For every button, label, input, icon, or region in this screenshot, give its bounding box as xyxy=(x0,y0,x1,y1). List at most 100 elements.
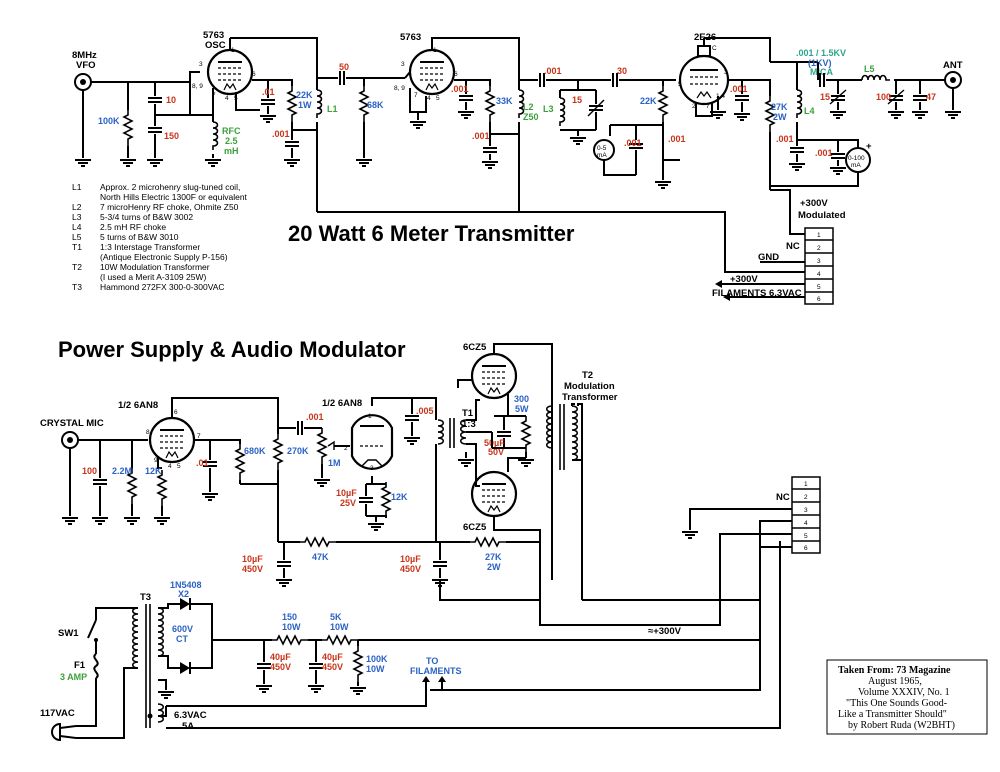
source-line-5: Like a Transmitter Should" xyxy=(838,709,947,720)
tstrip-top-4: 4 xyxy=(817,271,821,278)
a-pin5: 5 xyxy=(177,463,181,470)
tstrip-top-5: 5 xyxy=(817,284,821,291)
legend-text-detail: North Hills Electric 1300F or equivalent xyxy=(100,192,248,202)
rfc-unit: mH xyxy=(224,146,239,156)
source-line-4: "This One Sounds Good- xyxy=(846,698,947,709)
source-citation: Taken From: 73 Magazine August 1965, Vol… xyxy=(826,659,988,735)
legend-id: T3 xyxy=(72,282,82,292)
nc-label-top: NC xyxy=(786,241,800,252)
to-filaments-2: FILAMENTS xyxy=(410,666,462,676)
tube-a-label: 1/2 6AN8 xyxy=(118,400,158,411)
osc-pin1: 1 xyxy=(231,47,235,54)
mains-plug[interactable] xyxy=(51,722,77,742)
c10u-b-label: 10µF xyxy=(400,554,421,564)
legend-id: T1 xyxy=(72,242,82,252)
buf-pin89: 8, 9 xyxy=(394,85,405,92)
modulated-label: Modulated xyxy=(798,210,846,221)
crystal-mic-jack[interactable] xyxy=(61,431,79,525)
t2-role2: Transformer xyxy=(562,392,618,403)
tstrip-bot-3: 3 xyxy=(804,507,808,514)
tube-6cz5-lower xyxy=(470,470,518,518)
c001j-label: .001 xyxy=(815,148,833,158)
vfo-jack[interactable] xyxy=(74,73,92,167)
tube-6an8-a xyxy=(148,416,196,464)
buf-pin4: 4 xyxy=(427,95,431,102)
tstrip-bot-1: 1 xyxy=(804,481,808,488)
a-pin8: 8 xyxy=(146,429,150,436)
r270k-label: 270K xyxy=(287,446,309,456)
buf-pin5: 5 xyxy=(436,95,440,102)
buf-pin6: 6 xyxy=(454,71,458,78)
legend-id: L5 xyxy=(72,232,82,242)
diode-qty: X2 xyxy=(178,589,189,599)
legend-text: 5-3/4 turns of B&W 3002 xyxy=(100,212,193,222)
source-line-1: Taken From: 73 Magazine xyxy=(838,665,951,676)
nc-label-bottom: NC xyxy=(776,492,790,503)
r22k-pa-label: 22K xyxy=(640,96,657,106)
terminal-strip-bottom xyxy=(791,476,821,554)
ant-cap-kv: (1KV) xyxy=(808,58,832,68)
a-pin4: 4 xyxy=(168,463,172,470)
c150-label: 150 xyxy=(164,131,179,141)
c01a-label: .01 xyxy=(262,87,275,97)
ant-cap-mica: MICA xyxy=(810,67,833,77)
c01-mod-label: .01 xyxy=(196,458,209,468)
tube-osc-role: OSC xyxy=(205,40,226,51)
c40a-value: 40µF xyxy=(270,652,291,662)
c001f-label: .001 xyxy=(668,134,686,144)
c50-label: 50 xyxy=(339,62,349,72)
c001d-label: .001 xyxy=(544,66,562,76)
ant-jack[interactable] xyxy=(944,71,962,119)
r22m-label: 2.2M xyxy=(112,466,132,476)
r100k-supply-value: 100K xyxy=(366,654,388,664)
fuse-f1 xyxy=(93,653,99,679)
vfo-label: VFO xyxy=(76,60,96,71)
r22k-label: 22K xyxy=(296,90,313,100)
legend-text: Approx. 2 microhenry slug-tuned coil, xyxy=(100,182,240,192)
r150-value: 150 xyxy=(282,612,297,622)
c10u-volt: 25V xyxy=(340,498,356,508)
c40b-volt: 450V xyxy=(322,662,343,672)
fil-winding-v: 6.3VAC xyxy=(174,710,207,721)
sw1-label: SW1 xyxy=(58,628,79,639)
c40b-value: 40µF xyxy=(322,652,343,662)
c100-label: 100 xyxy=(876,92,891,102)
legend-text: 1:3 Interstage Transformer xyxy=(100,242,200,252)
switch-sw1[interactable] xyxy=(87,619,98,642)
c001g-label: .001 xyxy=(730,84,748,94)
c30-label: 30 xyxy=(617,66,627,76)
tube-osc-5763 xyxy=(206,48,254,96)
legend-id: L3 xyxy=(72,212,82,222)
r150-watt: 10W xyxy=(282,622,301,632)
r1m-label: 1M xyxy=(328,458,341,468)
c15b-label: 15 xyxy=(820,92,830,102)
a-pin7: 7 xyxy=(197,433,201,440)
r68k-label: 68K xyxy=(367,100,384,110)
c001-mod-label: .001 xyxy=(306,412,324,422)
ct-label: CT xyxy=(176,634,188,644)
c50u-label: 50µF xyxy=(484,438,505,448)
tstrip-bot-2: 2 xyxy=(804,494,808,501)
legend-text: 10W Modulation Transformer xyxy=(100,262,210,272)
r47k-label: 47K xyxy=(312,552,329,562)
r680k-label: 680K xyxy=(244,446,266,456)
r100k-label: 100K xyxy=(98,116,120,126)
legend-id: L1 xyxy=(72,182,82,192)
ct-voltage: 600V xyxy=(172,624,193,634)
legend-id: T2 xyxy=(72,262,82,272)
tube-c-label: 6CZ5 xyxy=(463,342,487,353)
meter2-plus: + xyxy=(866,141,872,152)
modulator-section: Power Supply & Audio Modulator CRYSTAL M… xyxy=(40,337,821,691)
meter1-range: 0-5 xyxy=(597,145,607,152)
r12k-b-label: 12K xyxy=(391,492,408,502)
tube-buf-type: 5763 xyxy=(400,32,421,43)
c40a-volt: 450V xyxy=(270,662,291,672)
t2-role: Modulation xyxy=(564,381,615,392)
power-supply-section: T3 600V CT 6.3VAC 5A SW1 F1 3 AMP 117VAC xyxy=(40,541,781,742)
source-line-6: by Robert Ruda (W2BHT) xyxy=(848,720,955,731)
power-supply-title: Power Supply & Audio Modulator xyxy=(58,337,406,362)
ant-label: ANT xyxy=(943,60,963,71)
t1-ratio: 1:3 xyxy=(462,419,476,430)
b-pin1: 1 xyxy=(368,413,372,420)
